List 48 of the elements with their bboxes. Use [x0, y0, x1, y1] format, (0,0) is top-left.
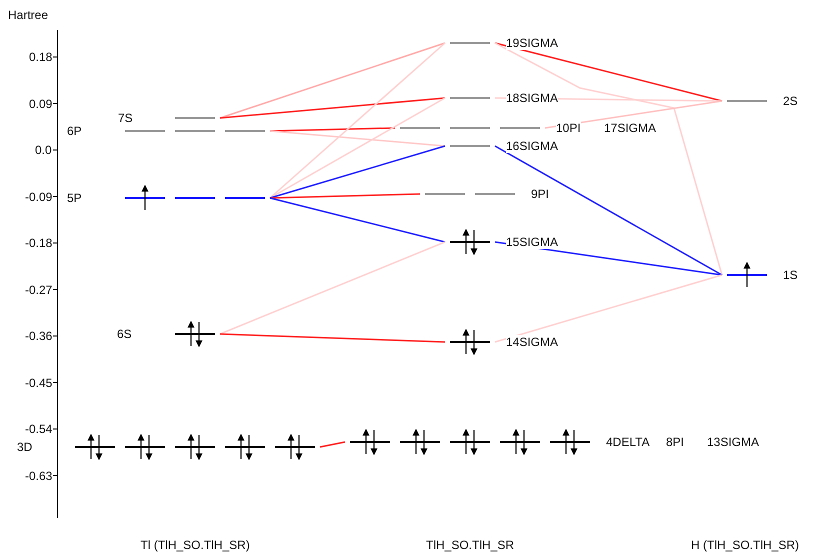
connector-line: [270, 145, 446, 199]
connector-line: [270, 97, 446, 199]
connector-line: [220, 241, 446, 335]
level-label: 9PI: [531, 187, 550, 201]
connector-line: [270, 42, 446, 199]
level-label: 1S: [783, 268, 798, 282]
level-label: 2S: [783, 94, 798, 108]
axis-tick-label: -0.54: [25, 422, 52, 436]
level-label: 10PI: [556, 121, 581, 135]
level-label: 18SIGMA: [506, 91, 558, 105]
level-label: 13SIGMA: [707, 435, 760, 449]
connector-line: [494, 274, 722, 343]
level-label: 7S: [118, 111, 133, 125]
connector-line: [270, 127, 396, 132]
connector-line: [220, 333, 446, 343]
axis-tick-label: 0.09: [29, 96, 52, 110]
axis-tick-label: -0.09: [25, 190, 52, 204]
axis-tick-label: -0.63: [25, 468, 52, 482]
level-label: 14SIGMA: [506, 335, 558, 349]
column-label: H (TlH_SO.TlH_SR): [691, 538, 800, 552]
connector-line: [494, 145, 722, 276]
connector-line: [320, 441, 346, 448]
axis-tick-label: -0.45: [25, 376, 52, 390]
axis-tick-label: -0.36: [25, 329, 52, 343]
level-label: 19SIGMA: [506, 36, 558, 50]
connector-line: [220, 97, 446, 119]
level-label: 15SIGMA: [506, 235, 558, 249]
axis-tick-label: 0.0: [35, 143, 52, 157]
connector-line: [270, 197, 446, 243]
axis-title: Hartree: [8, 8, 48, 22]
connector-line: [494, 42, 722, 102]
level-label: 6S: [117, 327, 132, 341]
column-label: TlH_SO.TlH_SR: [426, 538, 514, 552]
axis-tick-label: -0.18: [25, 236, 52, 250]
level-label: 16SIGMA: [506, 139, 558, 153]
connector-line: [220, 42, 446, 119]
level-label: 8PI: [666, 435, 684, 449]
connector-line: [494, 42, 723, 276]
connector-line: [270, 130, 446, 147]
level-label: 6P: [67, 124, 82, 138]
level-label: 3D: [17, 440, 32, 454]
level-label: 4DELTA: [606, 435, 650, 449]
connector-line: [270, 193, 420, 199]
level-label: 5P: [67, 191, 82, 205]
level-label: 17SIGMA: [604, 121, 656, 135]
axis-tick-label: 0.18: [29, 50, 52, 64]
column-label: Tl (TlH_SO.TlH_SR): [140, 538, 250, 552]
axis-tick-label: -0.27: [25, 282, 52, 296]
